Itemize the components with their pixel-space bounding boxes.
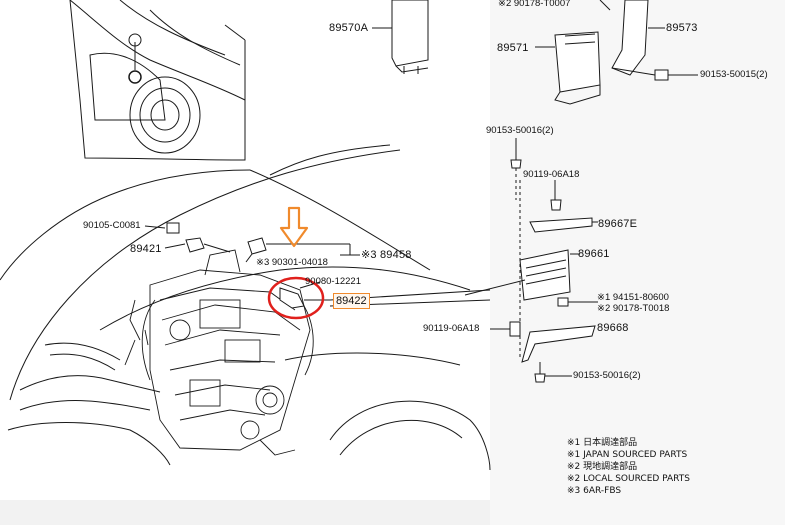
- part-label-90080-12221: 90080-12221: [305, 276, 361, 287]
- vehicle-location-thumbnail: [69, 0, 246, 161]
- part-label-89573: 89573: [666, 22, 698, 34]
- legend-item: ※2 LOCAL SOURCED PARTS: [567, 474, 690, 484]
- part-label-89421: 89421: [130, 243, 162, 255]
- hood-outline: [0, 144, 471, 401]
- legend-item: ※2 現地調達部品: [567, 462, 638, 472]
- part-label-89570a: 89570A: [329, 22, 369, 34]
- sensor-89421-drawing: [144, 222, 231, 253]
- part-label-89667e: 89667E: [598, 218, 638, 230]
- module-89571-drawing: [535, 31, 601, 105]
- part-label-90178-t0018: ※2 90178-T0018: [597, 303, 670, 314]
- front-bumper: [7, 342, 171, 466]
- part-label-89422: 89422: [333, 293, 370, 309]
- part-label-90153-50016-bottom: 90153-50016(2): [573, 370, 641, 381]
- red-circle-annotation: [267, 276, 325, 320]
- legend-item: ※3 6AR-FBS: [567, 486, 622, 496]
- sensor-89458-drawing: [245, 237, 360, 263]
- ecu-89661-group-drawing: [490, 138, 598, 383]
- part-label-90301-04018: ※3 90301-04018: [256, 257, 328, 268]
- bolt-90153-50015-drawing: [654, 69, 698, 81]
- part-label-90119-06a18-top: 90119-06A18: [523, 169, 580, 180]
- part-label-89661: 89661: [578, 248, 610, 260]
- legend-item: ※1 JAPAN SOURCED PARTS: [567, 450, 688, 460]
- part-label-90105-c0081: 90105-C0081: [83, 220, 141, 231]
- part-label-90178-t0007: ※2 90178-T0007: [498, 0, 571, 9]
- part-label-89571: 89571: [497, 42, 529, 54]
- module-89570a-drawing: [372, 0, 429, 74]
- sensor-89422-drawing: [279, 281, 330, 309]
- sourcing-legend: ※1 日本調達部品 ※1 JAPAN SOURCED PARTS ※2 現地調達…: [567, 437, 690, 497]
- engine-assembly: [124, 249, 314, 456]
- part-label-94151-80600: ※1 94151-80600: [597, 292, 669, 303]
- part-label-90153-50016-top: 90153-50016(2): [486, 125, 554, 136]
- part-label-90119-06a18-bottom: 90119-06A18: [423, 323, 480, 334]
- part-label-89668: 89668: [597, 322, 629, 334]
- bracket-89573-drawing: [599, 0, 665, 76]
- legend-item: ※1 日本調達部品: [567, 438, 638, 448]
- orange-arrow-icon: [279, 206, 309, 248]
- part-label-90153-50015: 90153-50015(2): [700, 69, 768, 80]
- part-label-89458: ※3 89458: [361, 249, 412, 261]
